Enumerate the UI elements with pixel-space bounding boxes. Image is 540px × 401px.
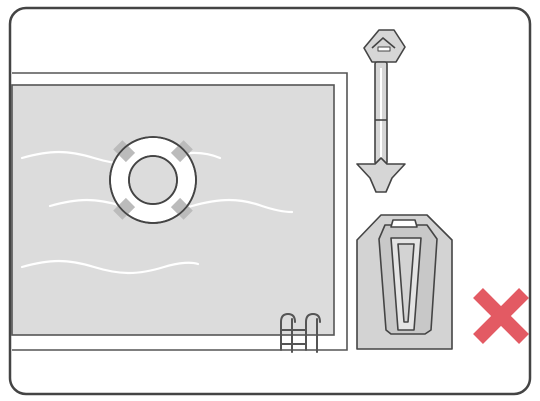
robot-cleaner-icon [356,214,453,350]
cleaning-wand-icon [356,29,406,193]
pool-ladder-icon [280,312,321,353]
swimming-pool [11,72,348,353]
pool-deck-border [12,72,348,351]
life-ring-icon [109,136,197,224]
prohibited-cross-icon [473,288,529,344]
